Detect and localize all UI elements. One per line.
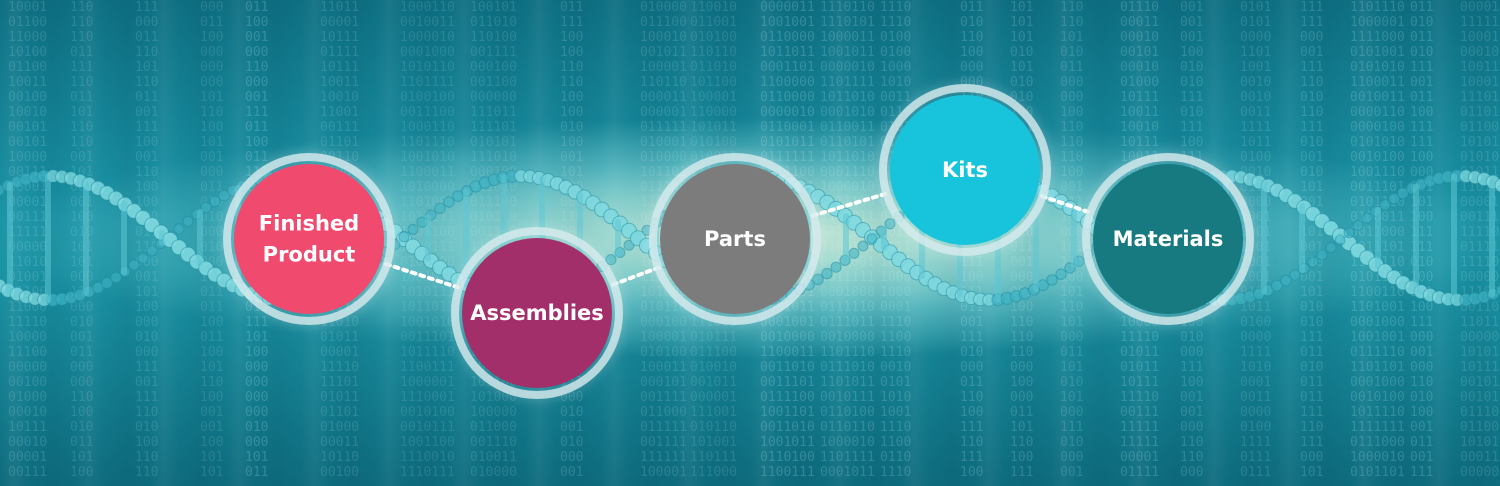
helix-bead — [209, 195, 221, 208]
node-circle — [660, 164, 810, 314]
helix-bead — [848, 247, 860, 259]
connector-finished-product-to-assemblies — [384, 262, 462, 290]
helix-bead — [1046, 274, 1058, 286]
helix-bead — [1343, 227, 1355, 239]
helix-bead — [1307, 256, 1319, 268]
helix-bead — [398, 231, 410, 243]
node-assemblies: Assemblies — [451, 227, 623, 399]
node-label: Product — [263, 243, 356, 267]
node-label: Kits — [942, 158, 988, 182]
node-kits: Kits — [879, 84, 1051, 256]
helix-bead — [857, 240, 869, 252]
helix-bead — [1316, 249, 1328, 261]
helix-bead — [443, 196, 455, 208]
helix-bead — [128, 259, 140, 271]
node-parts: Parts — [649, 153, 821, 325]
helix-bead — [1495, 284, 1500, 297]
node-ring — [879, 84, 1051, 256]
connector-lines — [384, 191, 1094, 290]
node-ring — [223, 153, 395, 325]
helix-bead — [1361, 212, 1373, 224]
helix-bead — [110, 271, 122, 284]
connector-assemblies-to-parts — [610, 265, 662, 287]
helix-bead — [1325, 242, 1337, 254]
helix-bead — [884, 218, 896, 230]
connector-parts-to-kits — [810, 191, 890, 218]
node-label: Assemblies — [470, 301, 604, 325]
helix-bead — [1271, 279, 1283, 292]
helix-bead — [407, 224, 419, 235]
helix-bead — [866, 233, 878, 245]
node-ring — [1082, 153, 1254, 325]
helix-bead — [182, 215, 194, 227]
helix-bead — [92, 281, 104, 294]
node-label: Materials — [1113, 227, 1224, 251]
node-label: Finished — [259, 212, 359, 236]
helix-bead — [434, 202, 446, 215]
node-ring — [451, 227, 623, 399]
helix-bead — [1280, 274, 1292, 287]
helix-bead — [200, 201, 212, 214]
node-circle — [462, 238, 612, 388]
helix-bead — [1494, 178, 1500, 193]
helix-bead — [821, 267, 833, 280]
helix-bead — [605, 254, 617, 266]
helix-bead — [1055, 268, 1067, 280]
node-circle — [1093, 164, 1243, 314]
node-circle — [890, 95, 1040, 245]
helix-bead — [1388, 192, 1400, 205]
helix-bead — [218, 189, 230, 202]
node-circle — [234, 164, 384, 314]
node-ring — [649, 153, 821, 325]
helix-bead — [830, 261, 842, 273]
helix-bead — [146, 245, 158, 257]
connector-kits-to-materials — [1039, 194, 1094, 215]
helix-bead — [1379, 199, 1391, 211]
helix-bead — [137, 252, 149, 264]
node-materials: Materials — [1082, 153, 1254, 325]
helix-bead — [101, 277, 113, 289]
helix-bead — [812, 273, 824, 286]
helix-bead — [173, 223, 185, 235]
helix-bead — [1289, 269, 1301, 281]
helix-bead — [1352, 219, 1364, 231]
node-label: Parts — [704, 227, 766, 251]
